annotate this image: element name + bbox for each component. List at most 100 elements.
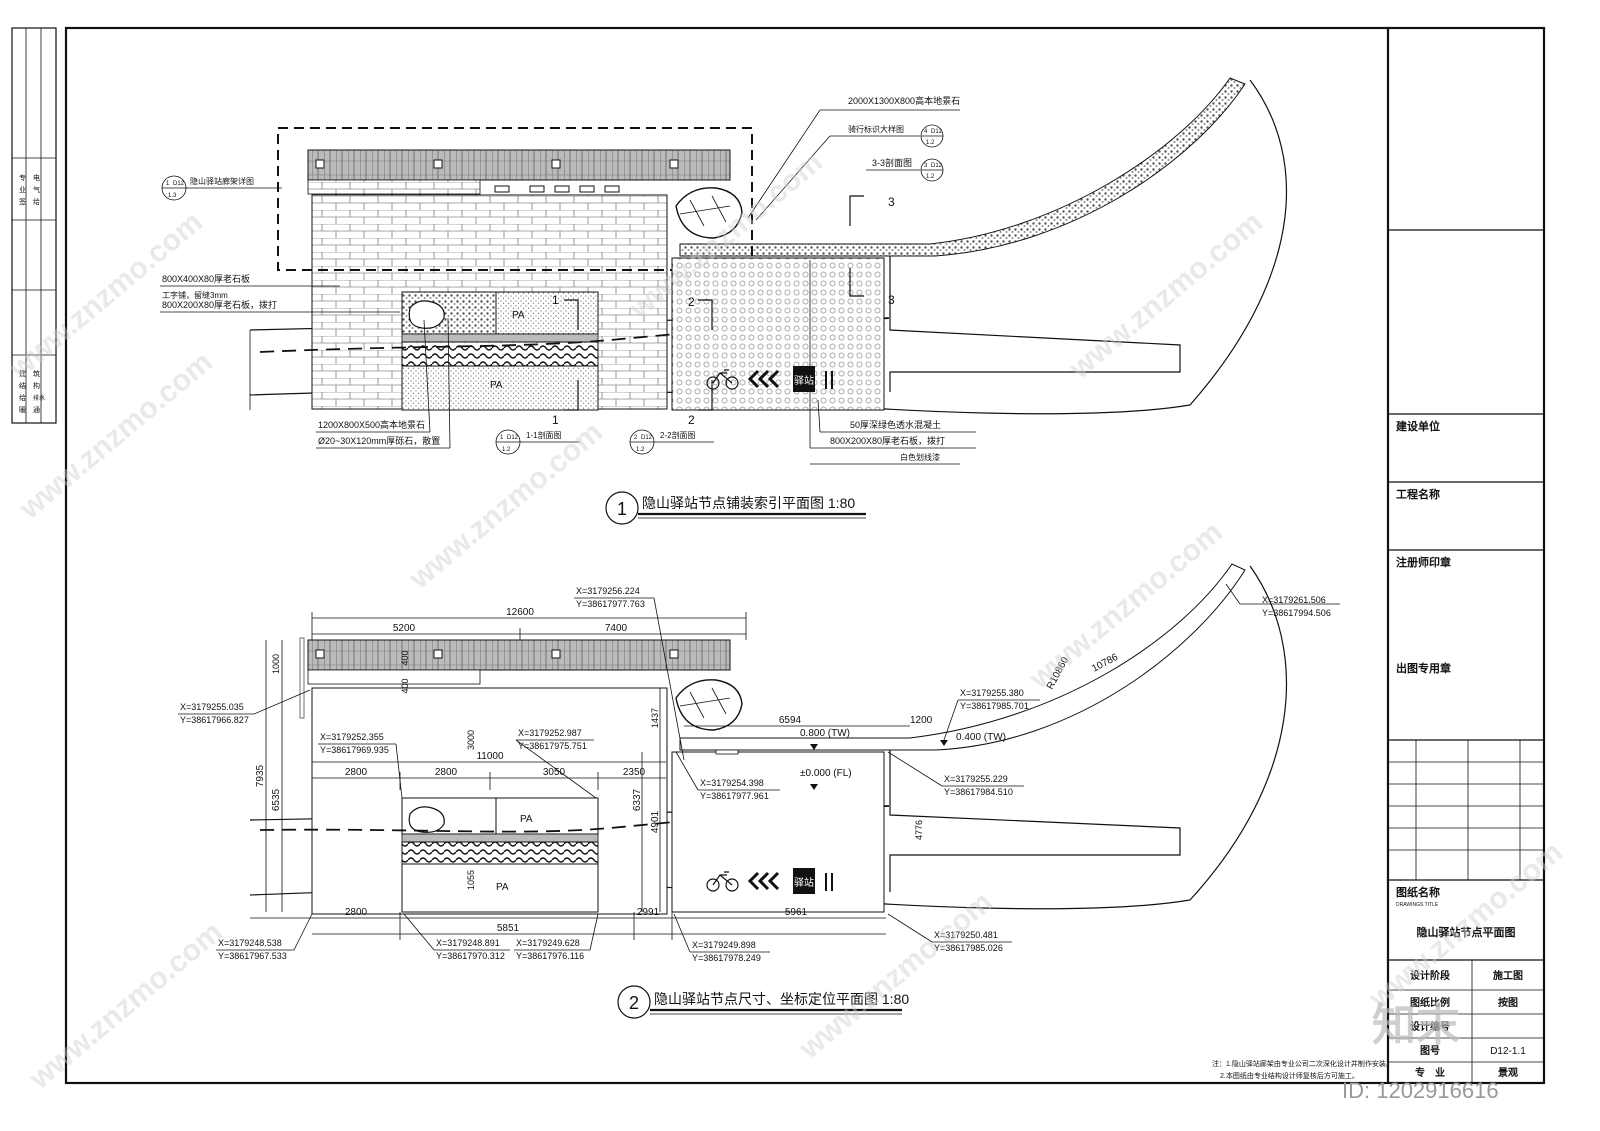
level-fl: ±0.000 (FL) (800, 768, 852, 779)
strip-label-1: 专 (19, 173, 26, 182)
svg-text:X=3179248.538: X=3179248.538 (218, 938, 282, 948)
svg-text:Y=38617977.961: Y=38617977.961 (700, 791, 769, 801)
svg-text:X=3179249.628: X=3179249.628 (516, 938, 580, 948)
svg-text:Y=38617969.935: Y=38617969.935 (320, 745, 389, 755)
dim-6535: 6535 (271, 788, 282, 811)
drain-wave-band (401, 341, 599, 367)
dim-3000: 3000 (466, 730, 476, 750)
path-edging-curve-2 (679, 563, 1246, 751)
strip-val-3: 给 (33, 197, 40, 206)
pa-label-3: PA (520, 814, 533, 825)
watermark-logo: 知末 (1372, 1001, 1460, 1050)
tb-sheet-label: 图号 (1420, 1045, 1440, 1057)
tb-number-label: 设计编号 (1410, 1020, 1450, 1033)
svg-text:4: 4 (924, 129, 928, 135)
callout-stone-low: 1200X800X500高本地景石 (318, 419, 425, 430)
callout-section33: 3-3剖面图 (872, 157, 912, 168)
tb-scale-value: 按图 (1498, 996, 1518, 1009)
callout-section22: 2-2剖面图 (660, 430, 696, 440)
strip-mid-val-1: 筑 (33, 369, 40, 378)
svg-text:X=3179252.355: X=3179252.355 (320, 732, 384, 742)
dim-12600: 12600 (506, 607, 534, 618)
svg-text:1.2: 1.2 (926, 140, 935, 146)
watermark-2: www.znzmo.com (13, 345, 219, 526)
svg-text:1: 1 (500, 435, 504, 441)
left-strip: 专 业 签 电 气 给 建 结 给 暖 筑 构 排水 通 (11, 27, 57, 424)
tb-stage-label: 设计阶段 (1410, 969, 1450, 982)
pa-label-2: PA (490, 380, 503, 391)
coord-6: X=3179255.380 Y=38617985.701 (943, 688, 1040, 741)
dim-3050: 3050 (543, 767, 566, 778)
svg-text:X=3179255.229: X=3179255.229 (944, 774, 1008, 784)
tb-discipline-label: 专 业 (1415, 1066, 1445, 1079)
title-block: 建设单位 工程名称 注册师印章 出图专用章 图纸名称 DRAWINGS TITL… (1388, 229, 1544, 1083)
tb-owner: 建设单位 (1396, 419, 1440, 433)
svg-text:Y=38617977.763: Y=38617977.763 (576, 599, 645, 609)
coord-11: X=3179249.628 Y=38617976.116 (514, 913, 599, 961)
index-ref-2-bottom: 2 D12 1.2 (629, 429, 655, 455)
dim-1055: 1055 (466, 870, 476, 890)
note-1: 注：1.隐山驿站廊架由专业公司二次深化设计并制作安装。 (1212, 1059, 1393, 1068)
tb-discipline-value: 景观 (1498, 1067, 1518, 1079)
index-ref-4: 4 D12 1.2 (920, 124, 944, 148)
dim-4776: 4776 (914, 820, 924, 840)
dim-5851: 5851 (497, 923, 520, 934)
dimensions-top: 12600 5200 7400 (311, 607, 747, 640)
svg-text:X=3179255.035: X=3179255.035 (180, 702, 244, 712)
planter-pa-1 (495, 291, 599, 335)
landscape-stone-small (408, 300, 445, 329)
plan-2: PA PA 驿站 0.800 (TW) 0.400 (TW) ±0.000 (F… (178, 563, 1340, 1019)
svg-text:1.2: 1.2 (926, 174, 935, 180)
road-edge-right (889, 256, 1181, 392)
dim-2350: 2350 (623, 767, 646, 778)
station-label-2: 驿站 (794, 876, 814, 889)
section-mark-1a: 1 (552, 293, 559, 307)
dim-11000: 11000 (476, 751, 504, 762)
detail-index-box (277, 127, 753, 271)
svg-text:Y=38617984.510: Y=38617984.510 (944, 787, 1013, 797)
svg-text:X=3179249.898: X=3179249.898 (692, 940, 756, 950)
section-mark-2b: 2 (688, 413, 695, 427)
dim-400-a: 400 (400, 678, 410, 693)
callout-paver2: 800X200X80厚老石板，拨打 (162, 299, 277, 310)
strip-mid-label-3: 给 (19, 393, 26, 402)
svg-text:X=3179248.891: X=3179248.891 (436, 938, 500, 948)
coord-8: X=3179255.229 Y=38617984.510 (887, 751, 1024, 797)
dimensions-mid: 11000 2800 2800 3050 2350 6594 1200 (312, 715, 933, 790)
svg-text:Y=38617985.026: Y=38617985.026 (934, 943, 1003, 953)
svg-text:D12: D12 (507, 435, 519, 441)
svg-text:D12: D12 (931, 163, 943, 169)
strip-mid-val-2: 构 (33, 381, 40, 390)
tb-print-seal: 出图专用章 (1396, 661, 1451, 675)
svg-text:Y=38617970.312: Y=38617970.312 (436, 951, 505, 961)
sheet-border (64, 26, 1546, 1085)
svg-text:Y=38617985.701: Y=38617985.701 (960, 701, 1029, 711)
tb-stage-value: 施工图 (1493, 969, 1523, 982)
svg-text:1: 1 (166, 181, 170, 187)
callout-pavilion-detail: 隐山驿站廊架详图 (190, 176, 254, 186)
coord-12: X=3179249.898 Y=38617978.249 (673, 913, 770, 963)
title-circle-2 (617, 985, 651, 1019)
section-mark-1b: 1 (552, 413, 559, 427)
note-2: 2.本图纸由专业结构设计师复核后方可施工。 (1220, 1071, 1359, 1080)
strip-label-2: 业 (19, 185, 26, 194)
svg-text:X=3179254.398: X=3179254.398 (700, 778, 764, 788)
strip-label-3: 签 (19, 197, 26, 206)
callout-white-line: 白色划线漆 (900, 452, 940, 462)
coord-4: X=3179252.355 Y=38617969.935 (318, 732, 403, 799)
dim-2800-a: 2800 (345, 767, 368, 778)
watermark-7: www.znzmo.com (793, 885, 999, 1066)
dim-2991: 2991 (637, 907, 660, 918)
title-number-1: 1 (617, 499, 627, 519)
pa-label-1: PA (512, 310, 525, 321)
coord-3: X=3179255.035 Y=38617966.827 (178, 689, 311, 725)
pavilion-roof (307, 149, 731, 181)
watermark-9: www.znzmo.com (23, 915, 229, 1096)
svg-text:2: 2 (634, 435, 638, 441)
svg-text:X=3179252.987: X=3179252.987 (518, 728, 582, 738)
svg-text:1.2: 1.2 (502, 447, 511, 453)
title-circle-1 (605, 491, 639, 525)
svg-text:Y=38617975.751: Y=38617975.751 (518, 741, 587, 751)
section-mark-3a: 3 (888, 195, 895, 209)
callout-joint: 工字铺，留缝3mm (162, 290, 228, 300)
